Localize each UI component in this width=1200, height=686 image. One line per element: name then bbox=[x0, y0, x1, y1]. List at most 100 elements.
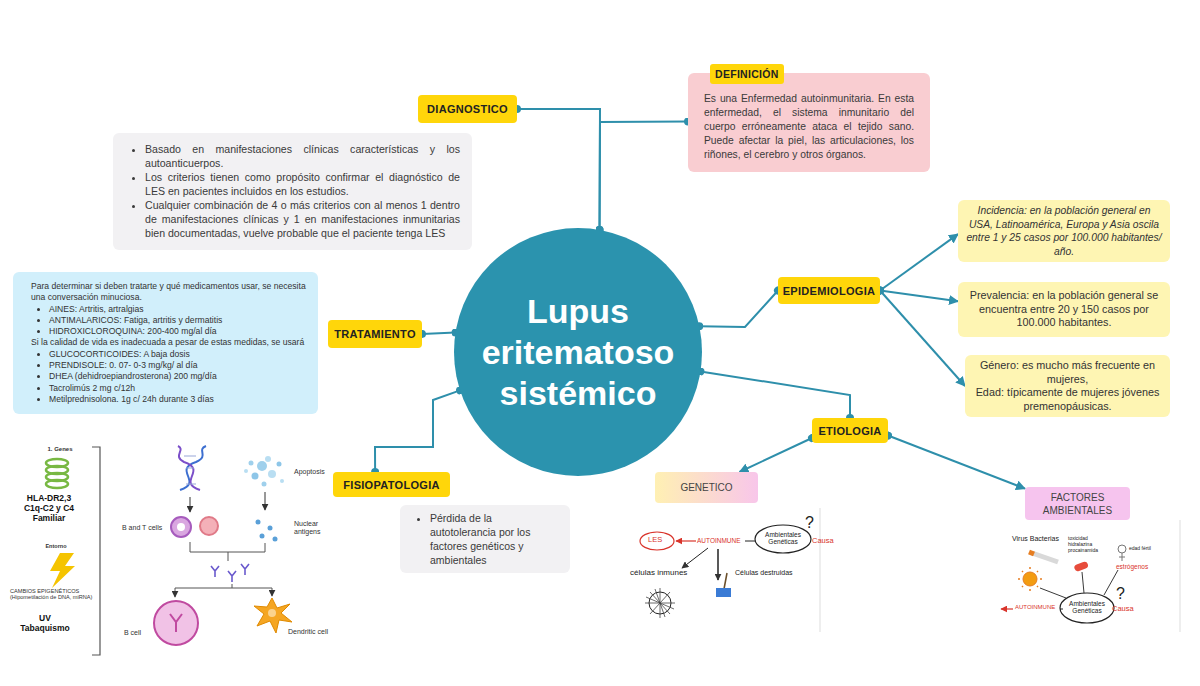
divider bbox=[1180, 520, 1181, 632]
heading-text: DEFINICIÓN bbox=[710, 64, 784, 84]
central-circle: Lupus eritematoso sistémico bbox=[454, 228, 702, 476]
node-text: GENETICO bbox=[680, 482, 732, 493]
sketch-text: toxicidad hidralazina procainamida bbox=[1068, 536, 1108, 553]
figure-label: B cell bbox=[124, 629, 154, 637]
node-text: FACTORES AMBIENTALES bbox=[1035, 491, 1120, 517]
node-text: PRENDISOLE: 0. 07- 0-3 mg/kg/ al día bbox=[49, 360, 308, 371]
sketch-line bbox=[1060, 609, 1063, 610]
sketch-arrow bbox=[717, 549, 719, 580]
arrow bbox=[265, 492, 266, 510]
node-text: EPIDEMIOLOGIA bbox=[783, 285, 876, 297]
sketch-text: Ambientales Genéticas bbox=[760, 531, 806, 546]
sketch-text: AUTOINMUNE bbox=[1015, 604, 1065, 611]
node-text: TRATAMIENTO bbox=[334, 328, 416, 340]
sketch-text: Ambientales Genéticas bbox=[1064, 600, 1110, 615]
antibody-symbol bbox=[211, 564, 249, 582]
treatment-box: Para determinar si deben tratarte y qué … bbox=[13, 272, 318, 414]
apoptosis-body bbox=[262, 482, 267, 487]
node-text: AINES: Artritis, artralgias bbox=[49, 304, 308, 315]
sketch-oval bbox=[1060, 593, 1114, 623]
arrow bbox=[175, 588, 176, 597]
dendritic-cell bbox=[254, 598, 292, 633]
merge-line bbox=[190, 542, 265, 561]
apoptosis-body bbox=[252, 473, 259, 480]
node-text: GLUCOCORTICOIDES: A baja dosis bbox=[49, 349, 308, 360]
t-cell bbox=[171, 517, 191, 537]
factor-box: FACTORES AMBIENTALES bbox=[1025, 487, 1130, 520]
node-text: Tacrolimús 2 mg c/12h bbox=[49, 383, 308, 394]
cigarette-tip bbox=[1029, 552, 1034, 554]
antigen-dot bbox=[268, 526, 273, 531]
apoptosis-body bbox=[277, 462, 282, 467]
node-text: Metilprednisolona. 1g c/ 24h durante 3 d… bbox=[49, 394, 308, 405]
dna-rungs bbox=[184, 456, 196, 484]
gene-list: HLA-DR2,3 C1q-C2 y C4 Familiar bbox=[18, 494, 80, 523]
figure-label: UV Tabaquismo bbox=[20, 614, 70, 634]
female-symbol bbox=[1119, 553, 1125, 561]
antigen-dot bbox=[260, 534, 265, 539]
definition-box: DEFINICIÓNEs una Enfermedad autoinmunita… bbox=[688, 73, 930, 172]
node-text: Lupus eritematoso sistémico bbox=[467, 291, 689, 414]
connector-line bbox=[422, 333, 456, 334]
note-box: Pérdida de la autotolerancia por los fac… bbox=[400, 505, 570, 573]
node-text: Para determinar si deben tratarte y qué … bbox=[31, 281, 308, 304]
sketch-oval bbox=[755, 525, 811, 553]
sketch-line bbox=[745, 541, 755, 542]
figure-label: Nuclear antigens bbox=[294, 520, 334, 536]
figure-label: CAMBIOS EPIGENÉTICOS (Hipometilación de … bbox=[10, 588, 106, 601]
split-line bbox=[175, 584, 272, 588]
branch-tag: TRATAMIENTO bbox=[328, 320, 422, 348]
node-text: Prevalencia: en la población general se … bbox=[966, 289, 1162, 330]
gene-coil bbox=[46, 480, 68, 488]
branch-tag: FISIOPATOLOGIA bbox=[333, 472, 450, 497]
connector-arrow bbox=[739, 438, 812, 472]
cigarette bbox=[1032, 553, 1058, 562]
connector-arrow bbox=[880, 234, 958, 290]
sketch-ellipse bbox=[640, 532, 674, 550]
node-text: Basado en manifestaciones clínicas carac… bbox=[145, 142, 460, 170]
b-cell bbox=[154, 601, 198, 645]
bracket bbox=[92, 447, 100, 655]
sun-symbol bbox=[1023, 572, 1037, 586]
note-box: Basado en manifestaciones clínicas carac… bbox=[113, 133, 472, 250]
figure-label: Dendritic cell bbox=[288, 628, 348, 636]
antibody-symbol bbox=[170, 614, 182, 632]
pill-symbol bbox=[1073, 561, 1089, 572]
dna-strand bbox=[180, 446, 206, 490]
figure-label: B and T cells bbox=[122, 524, 172, 532]
b-cell-small bbox=[200, 517, 218, 535]
broom-head bbox=[716, 588, 731, 597]
apoptosis-body bbox=[249, 461, 254, 466]
branch-tag: DIAGNOSTICO bbox=[418, 95, 517, 123]
info-box: Incidencia: en la población general en U… bbox=[958, 200, 1170, 262]
sketch-text: ? bbox=[805, 514, 817, 532]
apoptosis-body bbox=[257, 461, 267, 471]
sketch-spikes bbox=[645, 588, 675, 618]
factor-box: GENETICO bbox=[655, 472, 758, 503]
node-text: Cualquier combinación de 4 o más criteri… bbox=[145, 198, 460, 240]
connector-line bbox=[600, 122, 688, 230]
node-text: Género: es mucho más frecuente en mujere… bbox=[973, 359, 1162, 386]
node-text: ETIOLOGIA bbox=[818, 425, 881, 437]
apoptosis-body bbox=[280, 479, 284, 483]
sketch-text: Causa bbox=[812, 537, 838, 546]
sun-rays bbox=[1018, 567, 1042, 591]
sketch-text: Virus Bacterias bbox=[1012, 535, 1070, 543]
lightning-symbol bbox=[50, 553, 75, 588]
connector-arrow bbox=[880, 291, 965, 387]
connector-line bbox=[375, 390, 460, 472]
sketch-text: células inmunes bbox=[630, 568, 700, 577]
node-text: Si la calidad de vida es inadecuada a pe… bbox=[31, 337, 308, 348]
node-text: Los criterios tienen como propósito conf… bbox=[145, 170, 460, 198]
connector-line bbox=[700, 371, 850, 418]
node-text: ANTIMALARICOS: Fatiga, artritis y dermat… bbox=[49, 315, 308, 326]
branch-tag: EPIDEMIOLOGIA bbox=[778, 277, 880, 304]
node-text: Edad: típicamente de mujeres jóvenes pre… bbox=[973, 386, 1162, 413]
connector-arrow bbox=[880, 291, 958, 302]
apoptosis-body bbox=[268, 470, 276, 478]
sketch-arrow bbox=[1001, 608, 1013, 609]
node-text: Pérdida de la autotolerancia por los fac… bbox=[430, 511, 558, 567]
